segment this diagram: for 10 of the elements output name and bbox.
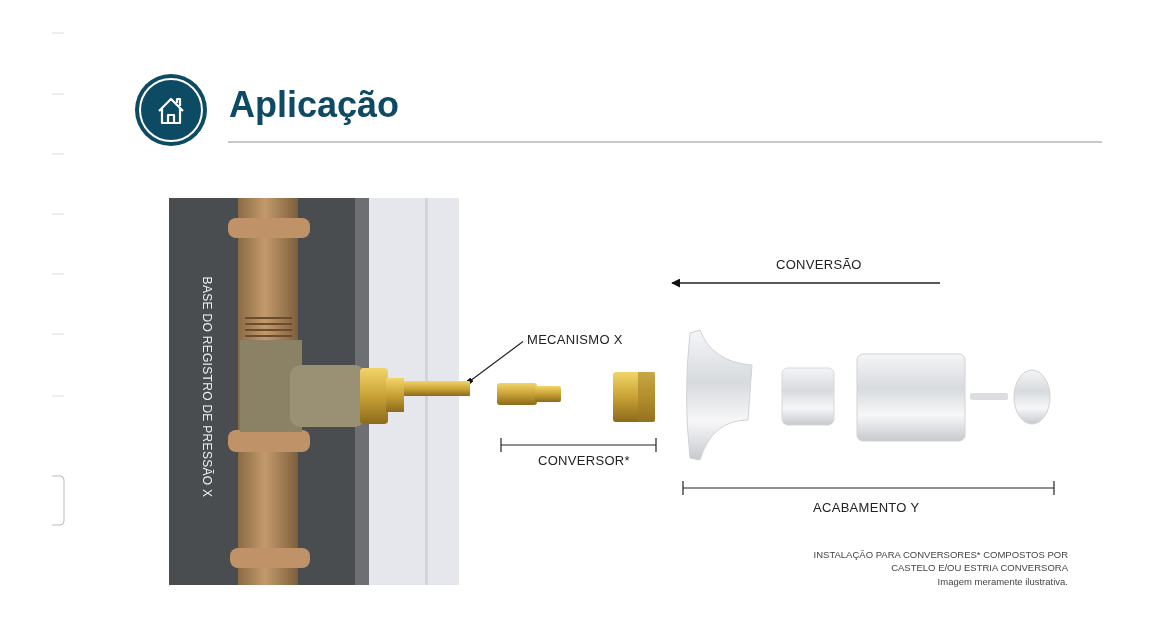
dimension-label: CONVERSOR* bbox=[538, 453, 630, 468]
mechanism-stem bbox=[404, 381, 470, 396]
part-label: MECANISMO X bbox=[527, 332, 623, 347]
vertical-caption: BASE DO REGISTRO DE PRESSÃO X bbox=[200, 275, 214, 500]
dimension-label: ACABAMENTO Y bbox=[813, 500, 920, 515]
page-title: Aplicação bbox=[229, 84, 400, 126]
leader-line bbox=[466, 340, 524, 385]
arrow-label: CONVERSÃO bbox=[776, 257, 862, 272]
disclaimer-note: Imagem meramente ilustrativa. bbox=[936, 576, 1068, 587]
footnote: INSTALAÇÃO PARA CONVERSORES* COMPOSTOS POR CASTELO E/OU ESTRIA CONVERSORA bbox=[812, 548, 1068, 574]
